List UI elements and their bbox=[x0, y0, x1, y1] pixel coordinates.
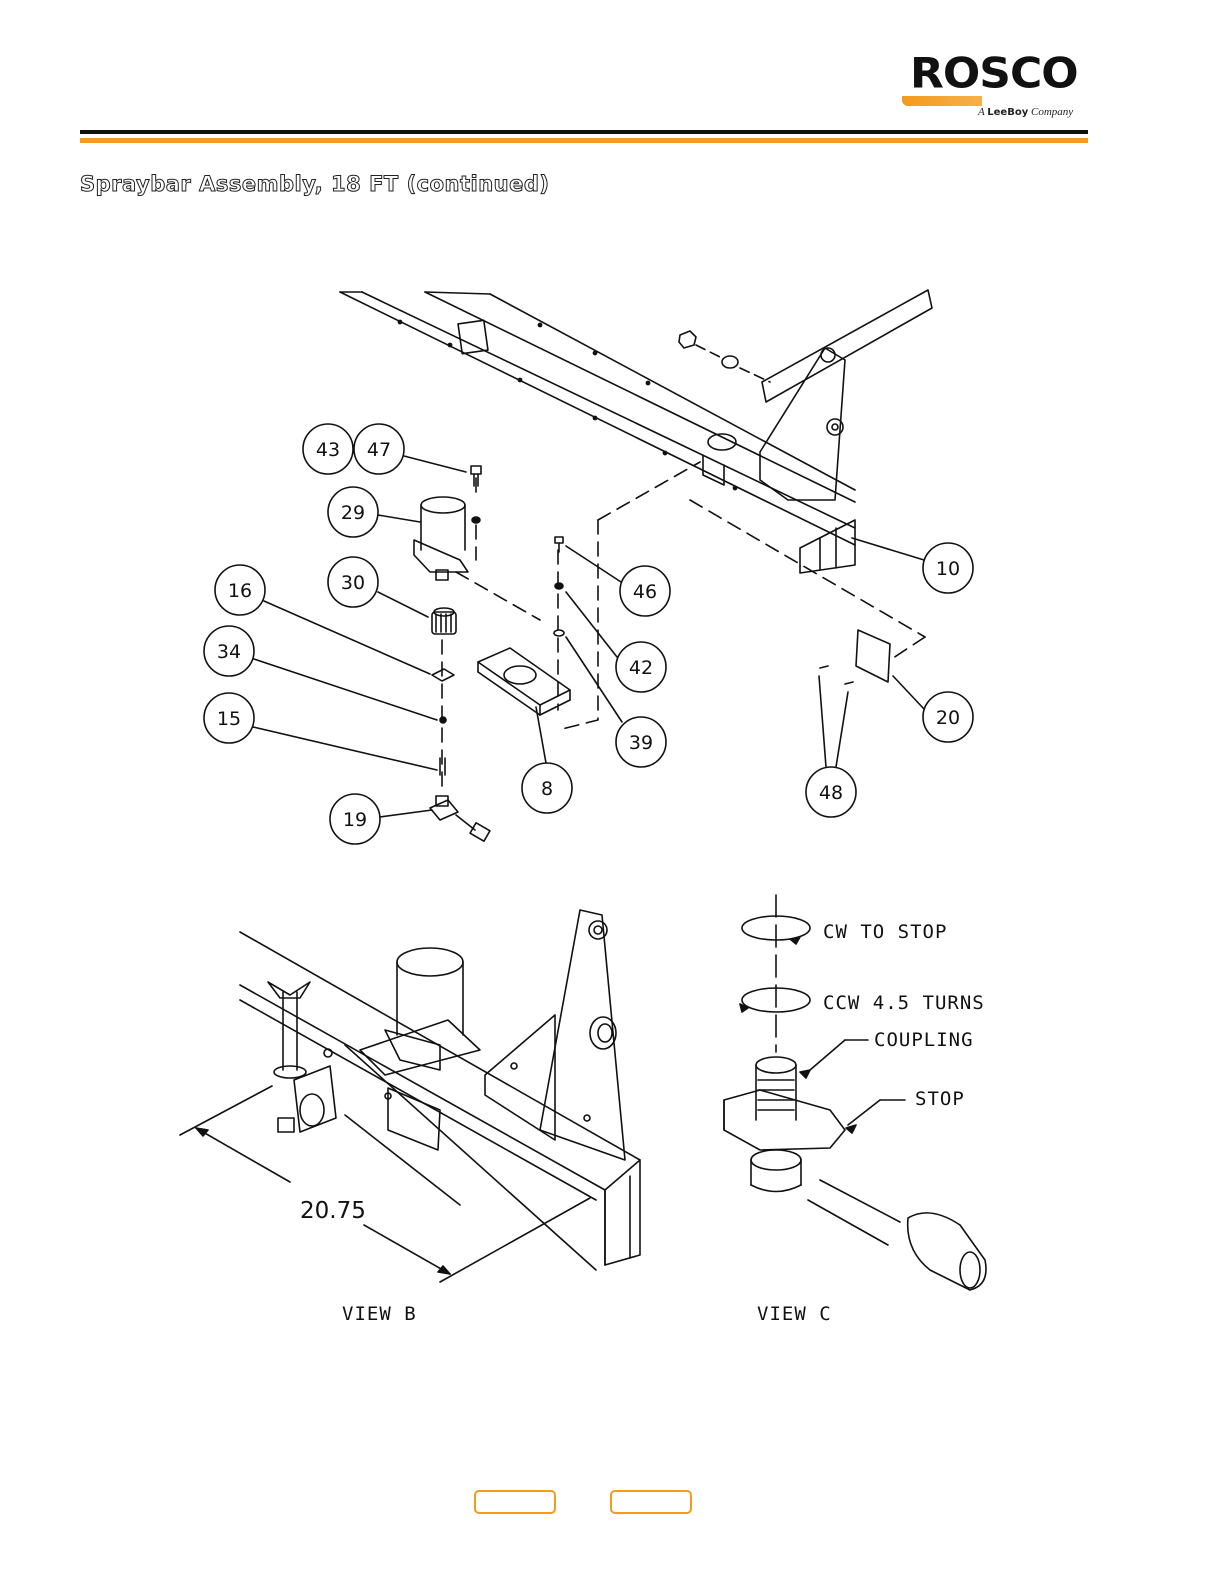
dimension-line bbox=[180, 1086, 590, 1282]
callout-46: 46 bbox=[633, 581, 657, 603]
view-c-label: VIEW C bbox=[757, 1303, 832, 1325]
note-stop: STOP bbox=[915, 1088, 965, 1110]
assembly-lines bbox=[442, 462, 925, 790]
prev-page-button[interactable] bbox=[474, 1490, 556, 1514]
next-page-button[interactable] bbox=[610, 1490, 692, 1514]
motor bbox=[414, 497, 468, 580]
callout-16: 16 bbox=[228, 580, 252, 602]
cover-plate bbox=[820, 630, 890, 684]
callout-19: 19 bbox=[343, 809, 367, 831]
callout-8: 8 bbox=[541, 778, 553, 800]
callout-20: 20 bbox=[936, 707, 960, 729]
note-ccw-turns: CCW 4.5 TURNS bbox=[823, 992, 985, 1014]
callout-30: 30 bbox=[341, 572, 365, 594]
note-cw-to-stop: CW TO STOP bbox=[823, 921, 947, 943]
callout-43: 43 bbox=[316, 439, 340, 461]
small-parts bbox=[432, 669, 454, 775]
callout-47: 47 bbox=[367, 439, 391, 461]
view-b-label: VIEW B bbox=[342, 1303, 417, 1325]
gear bbox=[432, 608, 456, 634]
callout-48: 48 bbox=[819, 782, 843, 804]
note-coupling: COUPLING bbox=[874, 1029, 974, 1051]
pivot-bracket bbox=[679, 290, 932, 500]
callout-34: 34 bbox=[217, 641, 241, 663]
callout-10: 10 bbox=[936, 558, 960, 580]
callout-42: 42 bbox=[629, 657, 653, 679]
callout-15: 15 bbox=[217, 708, 241, 730]
screw-stack bbox=[554, 537, 564, 636]
mounting-plate bbox=[478, 648, 570, 715]
bolt bbox=[471, 466, 481, 523]
callout-29: 29 bbox=[341, 502, 365, 524]
callout-39: 39 bbox=[629, 732, 653, 754]
dimension-value: 20.75 bbox=[300, 1198, 366, 1224]
sensor bbox=[430, 796, 490, 841]
